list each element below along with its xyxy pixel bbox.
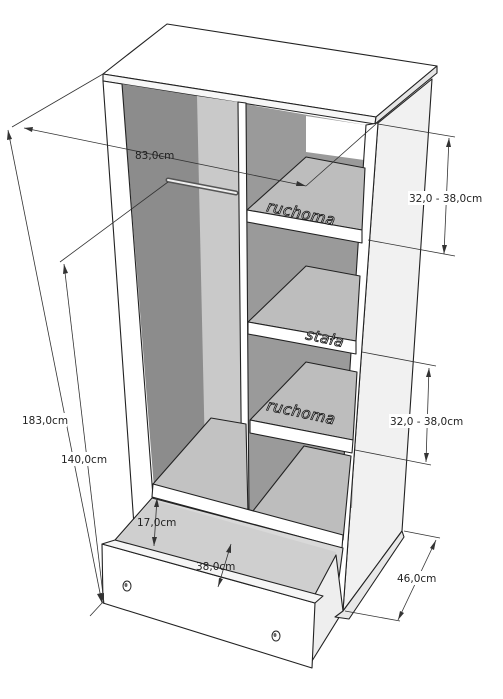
dim-depth-label: 46,0cm	[397, 573, 436, 585]
dim-drawer-depth-label: 38,0cm	[196, 561, 235, 573]
dim-drawer-height	[152, 497, 159, 547]
dim-drawer-depth	[217, 543, 232, 588]
right-compartment-window	[306, 116, 366, 160]
drawer-inside-floor	[115, 500, 336, 600]
top-panel-side-edge	[374, 65, 438, 125]
dim-width	[11, 73, 377, 187]
shelf-lower-front	[249, 419, 354, 454]
shelf-middle-front	[247, 321, 357, 355]
dim-shelf-gap-lower-label: 32,0 - 38,0cm	[390, 416, 463, 428]
plinth	[334, 530, 405, 620]
drawer-front-top-edge	[101, 539, 324, 604]
dim-drawer-height-label: 17,0cm	[137, 517, 176, 529]
dim-height-hanging	[59, 181, 169, 604]
dim-height-total-label: 183,0cm	[22, 415, 68, 427]
dim-shelf-gap-upper-label: 32,0 - 38,0cm	[409, 193, 482, 205]
divider-inner-face	[197, 96, 246, 512]
drawer-knob-left	[122, 580, 132, 592]
drawer-knob-right	[271, 630, 281, 642]
shelf-upper-front	[246, 209, 363, 244]
dim-height-total	[7, 129, 103, 617]
dim-height-hanging-label: 140,0cm	[61, 454, 107, 466]
dim-width-label: 83,0cm	[135, 150, 174, 162]
